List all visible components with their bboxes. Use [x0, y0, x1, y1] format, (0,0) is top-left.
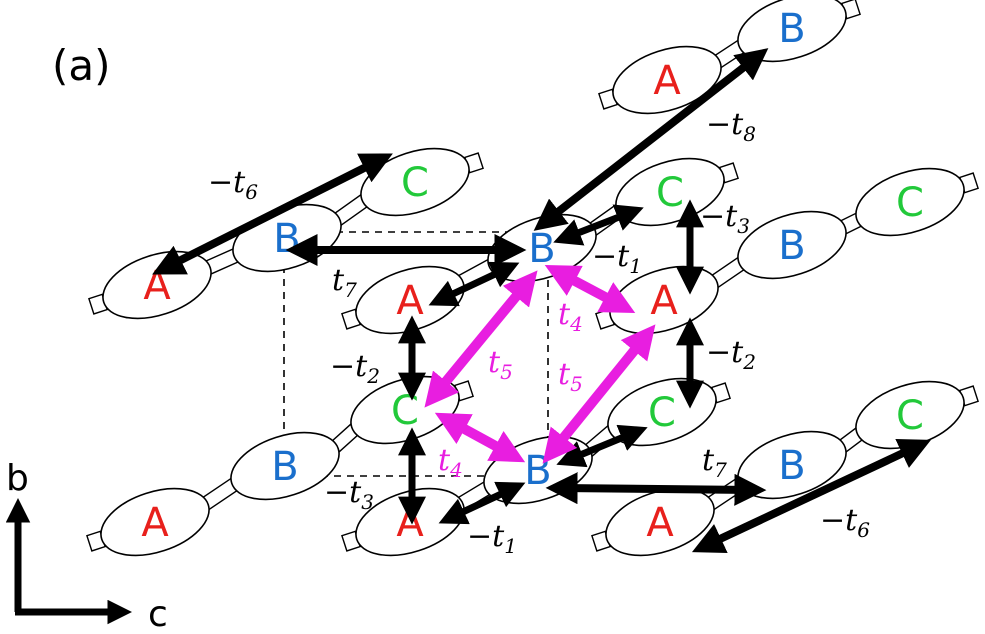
- black-hopping-arrow: [545, 472, 767, 506]
- axes-indicator: b c: [5, 458, 168, 634]
- hopping-label-minus-t1: −t1: [592, 239, 642, 278]
- molecule-C: C: [360, 147, 470, 217]
- black-hopping-arrow: [691, 438, 932, 554]
- hopping-label-minus-t8: −t8: [706, 107, 756, 146]
- molecule-label: A: [650, 278, 678, 324]
- molecule-label: C: [391, 388, 419, 434]
- hopping-label-minus-t3: −t3: [700, 199, 750, 238]
- hopping-label-t7: t7: [702, 443, 727, 482]
- molecule-label: B: [524, 448, 551, 494]
- molecule-label: B: [778, 443, 805, 489]
- molecule-B: B: [737, 430, 847, 500]
- magenta-hopping-arrow: [424, 270, 538, 408]
- molecule-label: A: [646, 500, 674, 546]
- molecule-label: C: [401, 160, 429, 206]
- magenta-hopping-arrow: [434, 412, 526, 463]
- molecule-label: B: [273, 216, 300, 262]
- molecule-label: A: [141, 500, 169, 546]
- hopping-label-minus-t3: −t3: [324, 475, 374, 514]
- magenta-hopping-arrow: [544, 264, 636, 314]
- c-axis-label: c: [148, 594, 168, 634]
- molecule-C: C: [855, 167, 965, 237]
- hopping-label-t7: t7: [332, 263, 357, 302]
- molecule-label: B: [778, 223, 805, 269]
- molecule-label: A: [396, 278, 424, 324]
- b-axis-label: b: [6, 458, 29, 499]
- black-hopping-arrow: [152, 153, 393, 275]
- molecule-label: B: [271, 444, 298, 490]
- molecule-C: C: [855, 380, 965, 450]
- hopping-label-t4: t4: [558, 297, 583, 336]
- black-hopping-arrow: [533, 48, 769, 231]
- hopping-label-t5: t5: [488, 345, 513, 384]
- molecule-label: C: [656, 170, 684, 216]
- black-hopping-arrow: [438, 481, 526, 525]
- magenta-hopping-arrow: [542, 324, 656, 464]
- hopping-label-minus-t1: −t1: [467, 519, 517, 558]
- hopping-label-layer: −t1 −t1 −t2 −t2 −t3 −t3 t4 t4 t5 t5 −t6 …: [208, 107, 870, 558]
- molecule-label: C: [896, 393, 924, 439]
- molecule-B: B: [737, 0, 847, 63]
- molecule-label: C: [648, 390, 676, 436]
- molecule-label: A: [653, 58, 681, 104]
- molecule-label: B: [778, 6, 805, 52]
- hopping-label-minus-t2: −t2: [706, 335, 756, 374]
- molecule-B: B: [737, 210, 847, 280]
- molecule-A: A: [100, 487, 210, 557]
- molecule-label: C: [896, 180, 924, 226]
- hopping-arrow-layer: [152, 48, 932, 554]
- molecule-B: B: [230, 431, 340, 501]
- molecule-B: B: [483, 435, 593, 505]
- hopping-label-minus-t2: −t2: [330, 349, 380, 388]
- hopping-label-t5: t5: [558, 357, 583, 396]
- molecule-label: B: [528, 226, 555, 272]
- hopping-label-t4: t4: [438, 443, 463, 482]
- hopping-label-minus-t6: −t6: [208, 165, 258, 204]
- hopping-label-minus-t6: −t6: [820, 503, 870, 542]
- panel-label: (a): [52, 41, 111, 90]
